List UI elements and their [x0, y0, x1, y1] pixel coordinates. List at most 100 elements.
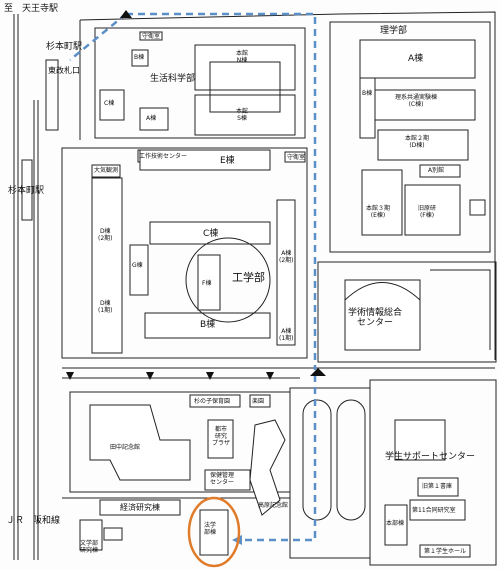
- bldg-main-core: [209, 61, 281, 113]
- eng-b-label: B棟: [200, 320, 216, 330]
- bldg-sci-common: [374, 89, 476, 121]
- sugimotocho-platform-side: [21, 159, 33, 221]
- bldg-main-office: [384, 504, 408, 546]
- sugimotocho-platform-top: [45, 59, 59, 131]
- garden-path-left: [302, 399, 332, 521]
- block-south-east: [369, 379, 497, 566]
- railway: [13, 14, 39, 560]
- main-s-label: 本館 S棟: [236, 108, 249, 122]
- law-highlight: [187, 496, 241, 568]
- bldg-ls-a: [139, 107, 169, 131]
- station-side-label: 杉本町駅: [8, 186, 45, 196]
- rail-label: ＪＲ 阪和線: [6, 516, 61, 526]
- a-1ki-label: A棟 (1期): [279, 328, 294, 342]
- bldg-sci-annex: [419, 164, 461, 178]
- bldg-nursery: [189, 394, 241, 408]
- gakkan-label: 楽園: [252, 398, 265, 405]
- bldg-main-s: [194, 94, 296, 136]
- bldg-student-hall: [419, 544, 471, 558]
- block-info-center: [317, 261, 497, 363]
- direction-label: 至 天王寺駅: [4, 4, 59, 14]
- ls-a-label: A棟: [146, 115, 157, 122]
- main-3-label: 本館３期 (E棟): [366, 205, 391, 219]
- gate-marker-icon: [266, 372, 274, 380]
- east-gate-label: 東改札口: [48, 66, 80, 75]
- bldg-sci-a: [359, 39, 476, 79]
- bldg-econ: [99, 499, 181, 516]
- econ-label: 経済研究棟: [120, 503, 160, 512]
- bldg-sci-old: [404, 184, 461, 236]
- a-annex-label: A別館: [428, 167, 445, 174]
- bldg-kita-hall: [249, 419, 286, 516]
- bldg-support: [394, 419, 446, 461]
- law-label: 法学 部棟: [204, 522, 217, 536]
- bldg-eng-c: [149, 221, 271, 245]
- gate-marker-icon: [310, 368, 326, 376]
- bldg-guard2: [284, 151, 306, 163]
- bldg-eng-b: [144, 312, 271, 339]
- gate-marker-icon: [206, 372, 214, 380]
- block-science: [329, 21, 491, 253]
- sci-b-label: B棟: [362, 90, 373, 97]
- bldg-ls-c: [99, 89, 125, 121]
- route-path: [126, 12, 317, 542]
- bldg-d: [91, 177, 123, 354]
- engineering-circle: [185, 237, 271, 323]
- ls-b-label: B棟: [134, 54, 145, 61]
- workshop-label: 工作技術センター: [139, 153, 188, 160]
- bldg-sci-main3: [361, 169, 403, 236]
- support-label: 学生サポートセンター: [385, 452, 476, 462]
- g-bldg-label: G棟: [132, 262, 143, 269]
- station-label: 杉本町駅: [46, 42, 83, 52]
- bldg-humanities-b: [103, 527, 123, 541]
- eng-c-label: C棟: [203, 229, 219, 239]
- sci-a-label: A棟: [408, 54, 424, 64]
- bldg-atmos: [91, 164, 121, 178]
- main-n-label: 本館 N棟: [236, 50, 249, 64]
- bldg-guard-top: [139, 31, 163, 41]
- gate-marker-icon: [66, 372, 74, 380]
- route-path-station: [69, 13, 127, 61]
- faculty-engineering: 工学部: [232, 271, 265, 284]
- bldg-sci-small: [469, 199, 486, 216]
- a-2ki-label: A棟 (2期): [279, 250, 294, 264]
- old-library-label: 旧第１書庫: [422, 483, 453, 490]
- tanaka-hall-label: 田中記念館: [110, 444, 141, 451]
- bldg-info-center: [344, 279, 421, 351]
- bldg-main-n: [194, 44, 296, 91]
- faculty-science: 理学部: [380, 26, 408, 36]
- faculty-life-science: 生活科学部: [150, 74, 196, 84]
- bldg-sci-b: [359, 77, 376, 139]
- bldg-e: [139, 149, 271, 171]
- old-lab-label: 旧原研 (F棟): [418, 205, 437, 219]
- block-south-center: [289, 387, 371, 559]
- atmos-label: 大気観測: [94, 167, 119, 174]
- info-center-label: 学術情報総合 センター: [348, 308, 403, 328]
- health-label: 保健管理 センター: [210, 472, 235, 486]
- info-center-curve: [344, 282, 421, 301]
- bldg-eng-a: [276, 199, 296, 346]
- bldg-old-library: [417, 477, 459, 497]
- nursery-label: 杉の子保育園: [194, 398, 231, 405]
- plaza-label: 都市 研究 プラザ: [212, 426, 231, 447]
- gate-markers: [66, 10, 326, 380]
- bldg-ls-b: [131, 49, 149, 67]
- e-bldg-label: E棟: [220, 156, 235, 166]
- gate-marker-icon: [146, 372, 154, 380]
- sci-common-label: 理系共通実験棟 (C棟): [395, 94, 438, 108]
- boundary-north: [79, 11, 496, 360]
- garden-path-right: [336, 399, 366, 521]
- bldg-g: [129, 244, 149, 296]
- guard-house2-label: 守衛室: [287, 154, 306, 161]
- bldg-sci-main2: [377, 129, 469, 161]
- info-stairs: [430, 269, 491, 350]
- bldg-tanaka-hall: [89, 404, 191, 481]
- bldg-law: [199, 509, 229, 556]
- student-hall-label: 第１学生ホール: [424, 548, 467, 555]
- block-engineering: [61, 147, 308, 359]
- block-life-science: [94, 27, 306, 139]
- ls-c-label: C棟: [104, 100, 115, 107]
- d-2ki-label: D棟 (2期): [98, 228, 113, 242]
